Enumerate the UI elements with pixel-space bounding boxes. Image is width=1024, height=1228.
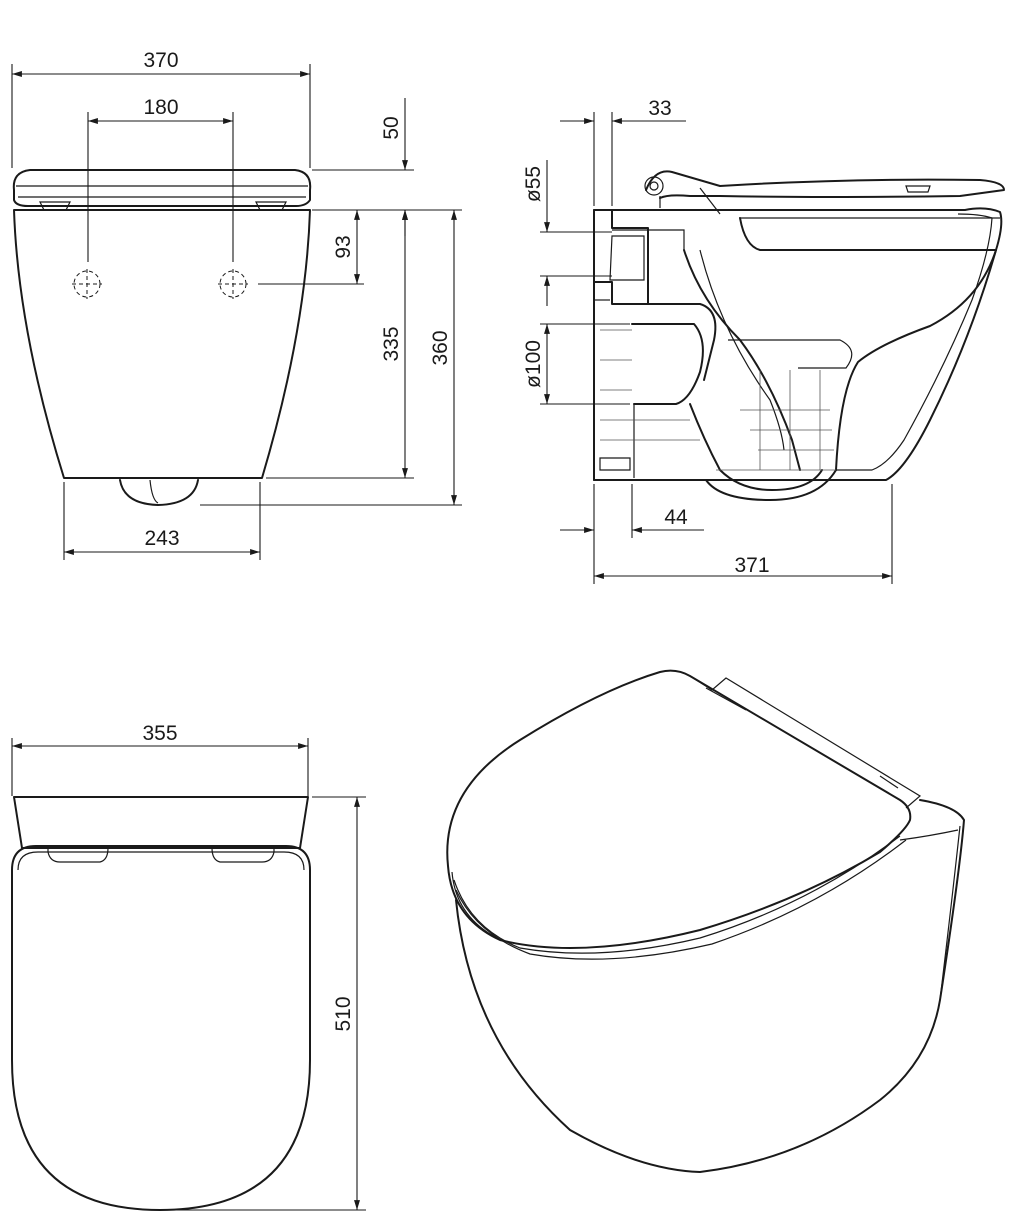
- section-hatching: [600, 329, 836, 471]
- perspective-view: [446, 669, 965, 1173]
- dim-fixing-spacing: 180: [143, 96, 178, 119]
- dim-inlet-offset: 33: [648, 97, 671, 120]
- dim-fixing-height: 93: [332, 235, 355, 258]
- dim-outlet-diameter: ø100: [522, 340, 545, 388]
- dim-inlet-diameter: ø55: [522, 166, 545, 202]
- dim-top-depth: 510: [332, 996, 355, 1031]
- top-view: 355 510: [11, 722, 366, 1211]
- dim-side-depth: 371: [734, 554, 769, 577]
- dim-front-width: 370: [143, 49, 178, 72]
- dim-outlet-offset: 44: [664, 506, 688, 529]
- fixing-hole-left: [72, 269, 102, 299]
- side-section-view: 33 ø55 ø100 44 371: [522, 97, 1005, 584]
- dim-base-width: 243: [144, 527, 179, 550]
- front-view: 370 180 50 93 335 360 243: [11, 49, 462, 560]
- fixing-hole-right: [218, 269, 248, 299]
- dim-top-width: 355: [142, 722, 177, 745]
- dim-bowl-height: 335: [380, 326, 403, 361]
- dim-total-height: 360: [429, 330, 452, 365]
- dim-seat-thickness: 50: [380, 116, 403, 139]
